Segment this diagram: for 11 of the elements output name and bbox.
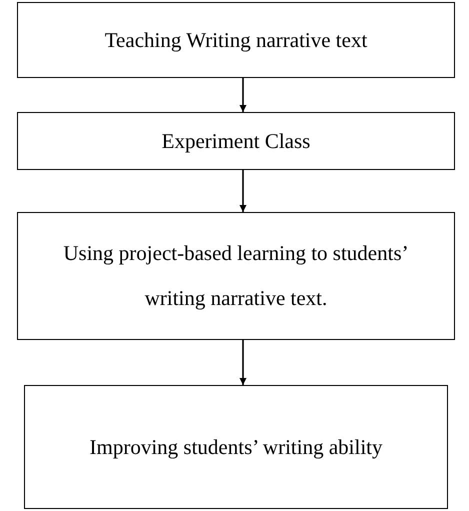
arrow bbox=[240, 170, 246, 212]
process-box bbox=[24, 385, 448, 509]
box-text: Improving students’ writing ability bbox=[88, 434, 384, 460]
process-box bbox=[17, 2, 455, 78]
box-text: Experiment Class bbox=[160, 128, 312, 154]
arrow bbox=[240, 78, 246, 112]
box-text: Using project-based learning to students’ writing narrative text. bbox=[62, 240, 410, 312]
box-text: Teaching Writing narrative text bbox=[104, 26, 368, 54]
process-box bbox=[17, 112, 455, 170]
arrow bbox=[240, 340, 246, 385]
process-box bbox=[17, 212, 455, 340]
